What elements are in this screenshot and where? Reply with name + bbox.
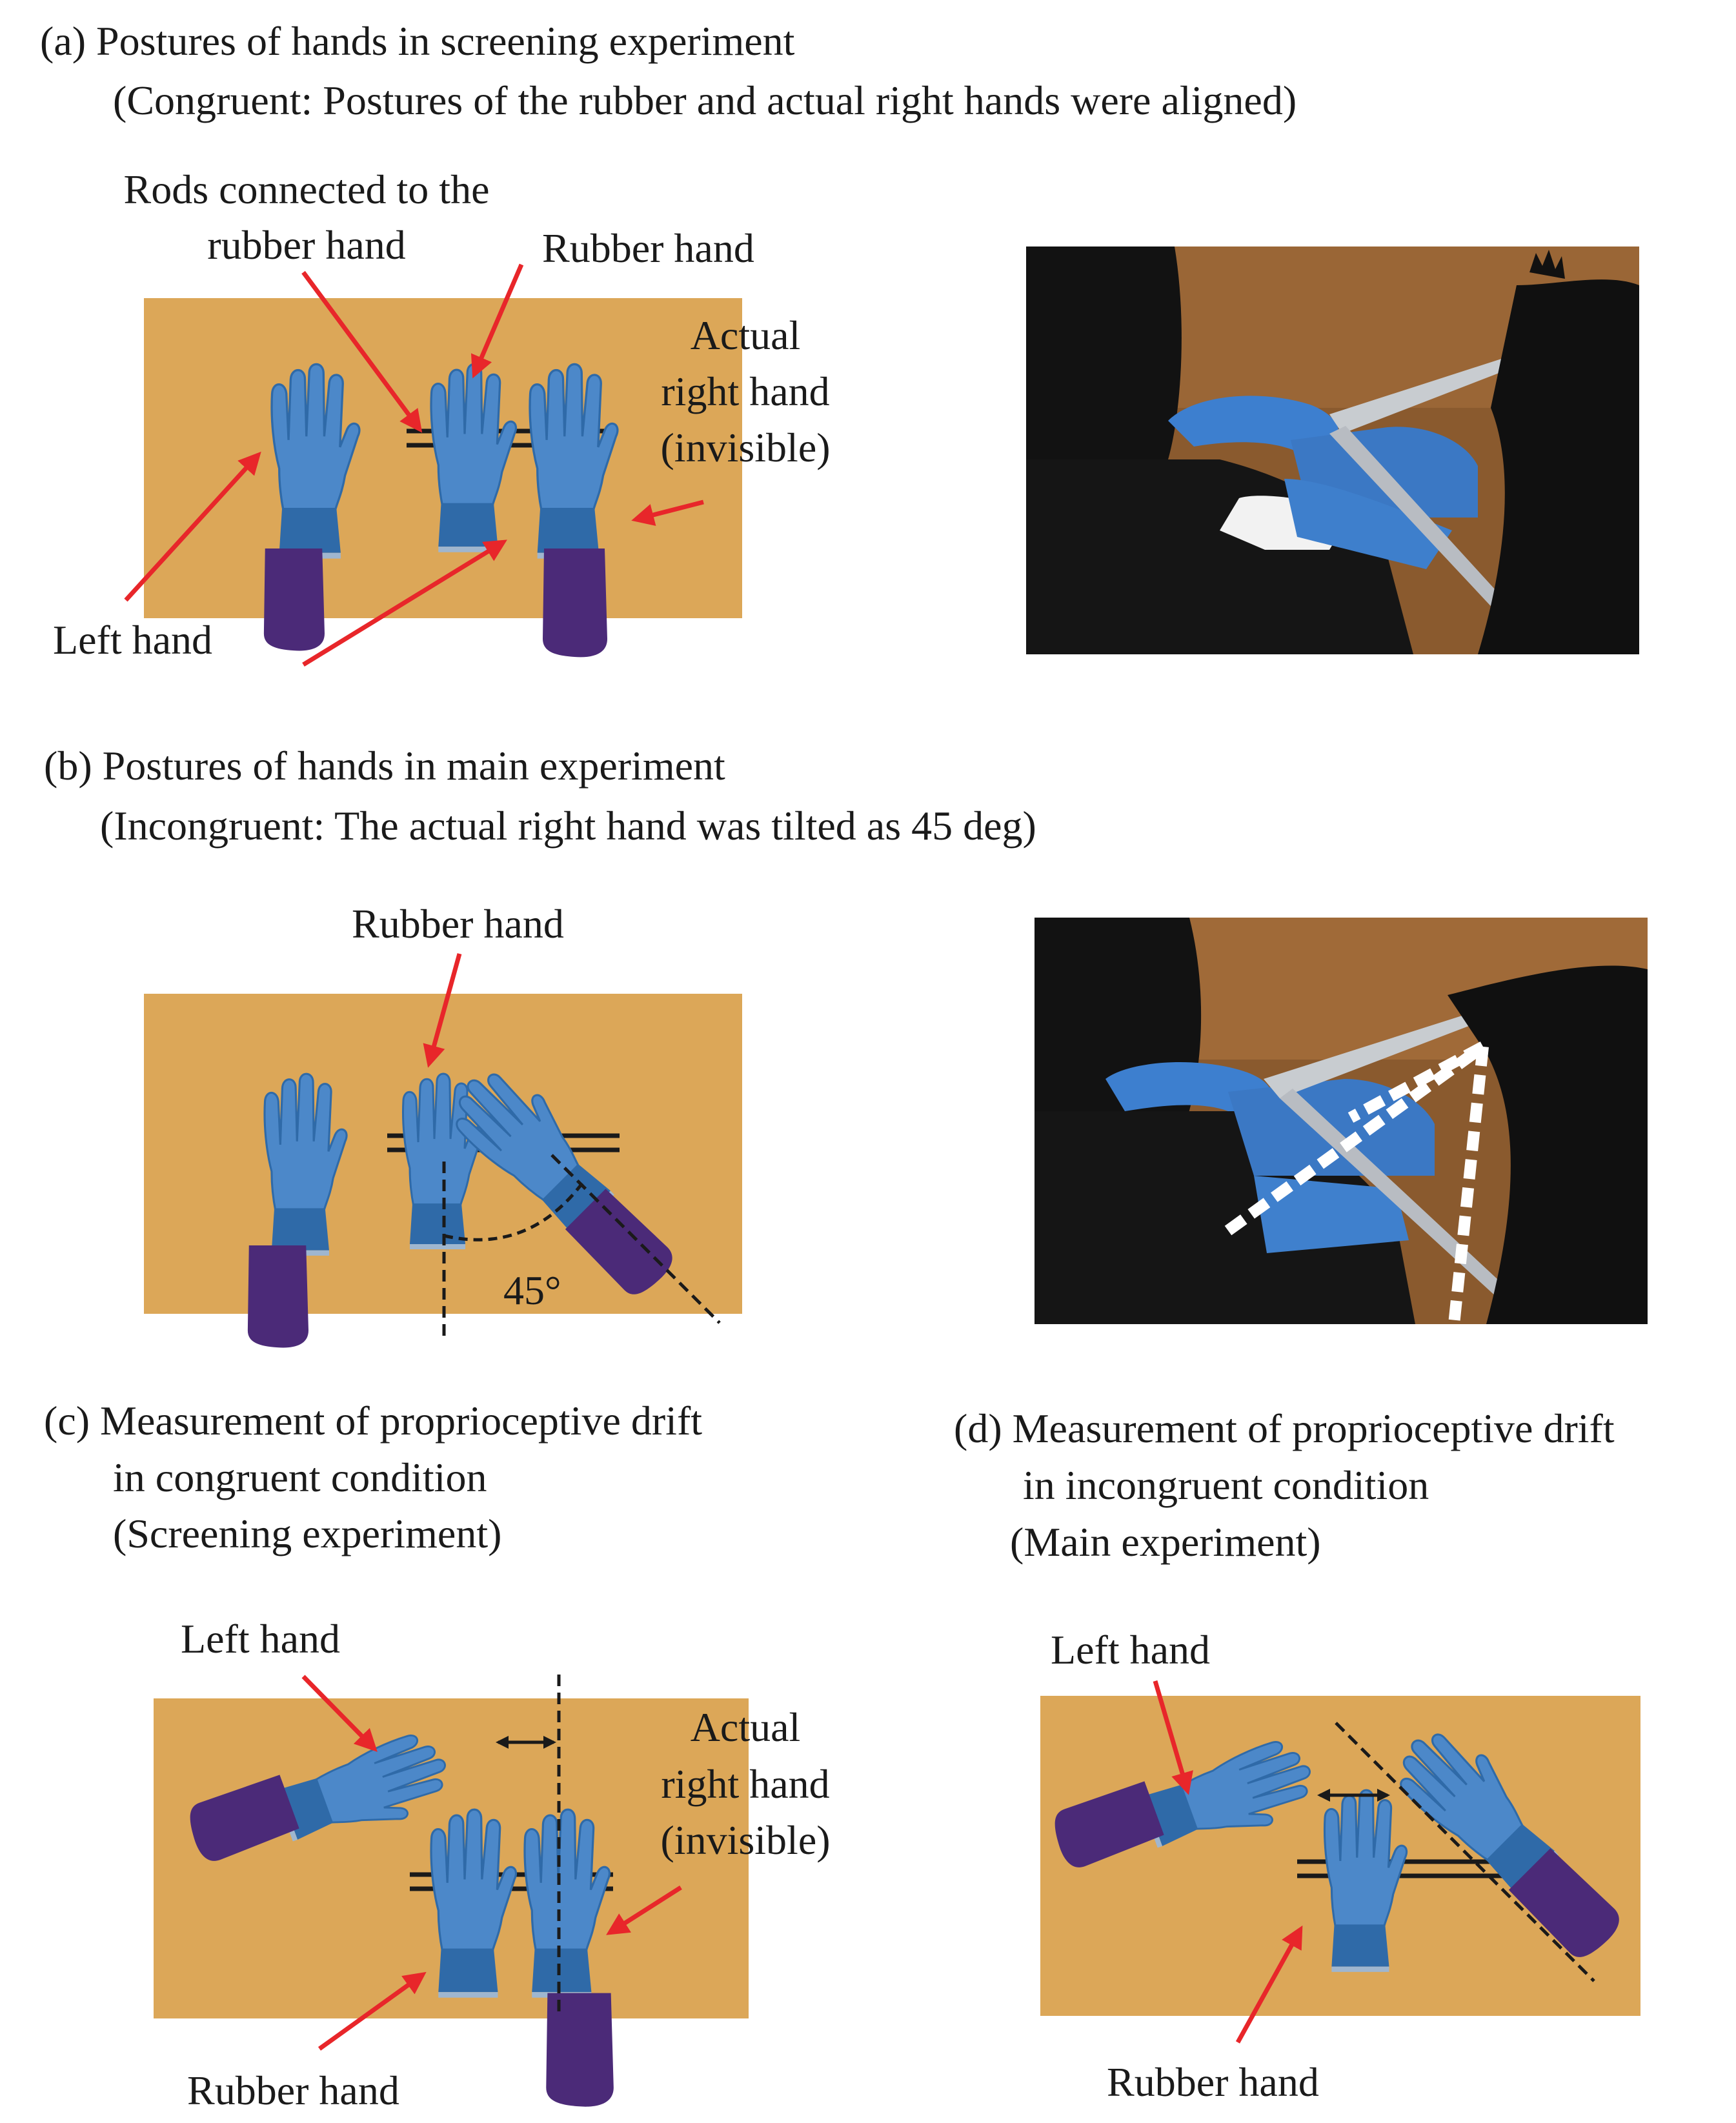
left-hand-label: Left hand bbox=[181, 1616, 340, 1662]
rubber-hand-label: Rubber hand bbox=[542, 225, 754, 271]
tilted-axis-line bbox=[550, 1154, 721, 1324]
arrow-icon bbox=[318, 1971, 427, 2051]
panel-a-title: (a) Postures of hands in screening exper… bbox=[40, 18, 795, 64]
actual-hand-label-2: right hand bbox=[661, 1761, 830, 1807]
arrow-icon bbox=[423, 953, 462, 1068]
rubber-hand-label: Rubber hand bbox=[1107, 2059, 1319, 2105]
pointing-left-hand bbox=[1047, 1732, 1324, 1873]
panel-d-title-2: in incongruent condition bbox=[1023, 1462, 1429, 1508]
arrow-icon bbox=[301, 1675, 378, 1752]
photo-a-drawing bbox=[1026, 247, 1639, 654]
measurement-line bbox=[1335, 1722, 1595, 1982]
rubber-hand-label: Rubber hand bbox=[352, 901, 564, 947]
actual-hand-label-2: right hand bbox=[661, 368, 830, 414]
panel-c-title-1: (c) Measurement of proprioceptive drift bbox=[44, 1398, 703, 1444]
arrow-icon bbox=[124, 451, 261, 602]
actual-hand-label-3: (invisible) bbox=[660, 425, 831, 470]
actual-hand-label-1: Actual bbox=[690, 1704, 801, 1750]
rods-label-line1: Rods connected to the bbox=[123, 166, 490, 212]
actual-hand-label-1: Actual bbox=[690, 312, 801, 358]
photo-b-drawing bbox=[1035, 918, 1648, 1324]
glove-icon bbox=[1136, 1732, 1324, 1864]
arrow-icon bbox=[470, 263, 524, 379]
left-hand-label: Left hand bbox=[1051, 1627, 1210, 1673]
arrow-icon bbox=[606, 1886, 682, 1935]
angle-label: 45° bbox=[503, 1267, 561, 1313]
panel-b-subtitle: (Incongruent: The actual right hand was … bbox=[100, 803, 1036, 849]
actual-hand-label-3: (invisible) bbox=[660, 1817, 831, 1863]
photo-congruent-setup bbox=[1026, 247, 1639, 654]
arrow-icon bbox=[1153, 1680, 1193, 1795]
glove-icon bbox=[1323, 1789, 1408, 1973]
tilted-hand bbox=[1383, 1713, 1627, 1966]
arrow-icon bbox=[631, 499, 704, 526]
photo-incongruent-setup bbox=[1035, 918, 1648, 1324]
rubber-hand-label: Rubber hand bbox=[187, 2068, 399, 2113]
panel-b-title: (b) Postures of hands in main experiment bbox=[44, 743, 725, 789]
panel-c-title-2: in congruent condition bbox=[113, 1454, 487, 1500]
arrow-icon bbox=[302, 539, 507, 667]
arrow-icon bbox=[301, 270, 423, 433]
arrow-icon bbox=[1235, 1925, 1303, 2044]
left-hand-label: Left hand bbox=[53, 617, 212, 663]
panel-d-title-1: (d) Measurement of proprioceptive drift bbox=[954, 1405, 1615, 1451]
sleeve-icon bbox=[1047, 1780, 1166, 1873]
rods-label-line2: rubber hand bbox=[207, 222, 406, 268]
panel-c-title-3: (Screening experiment) bbox=[113, 1511, 502, 1556]
panel-d-title-3: (Main experiment) bbox=[1010, 1519, 1321, 1565]
angle-arc bbox=[443, 1180, 586, 1242]
panel-a-subtitle: (Congruent: Postures of the rubber and a… bbox=[113, 77, 1297, 123]
